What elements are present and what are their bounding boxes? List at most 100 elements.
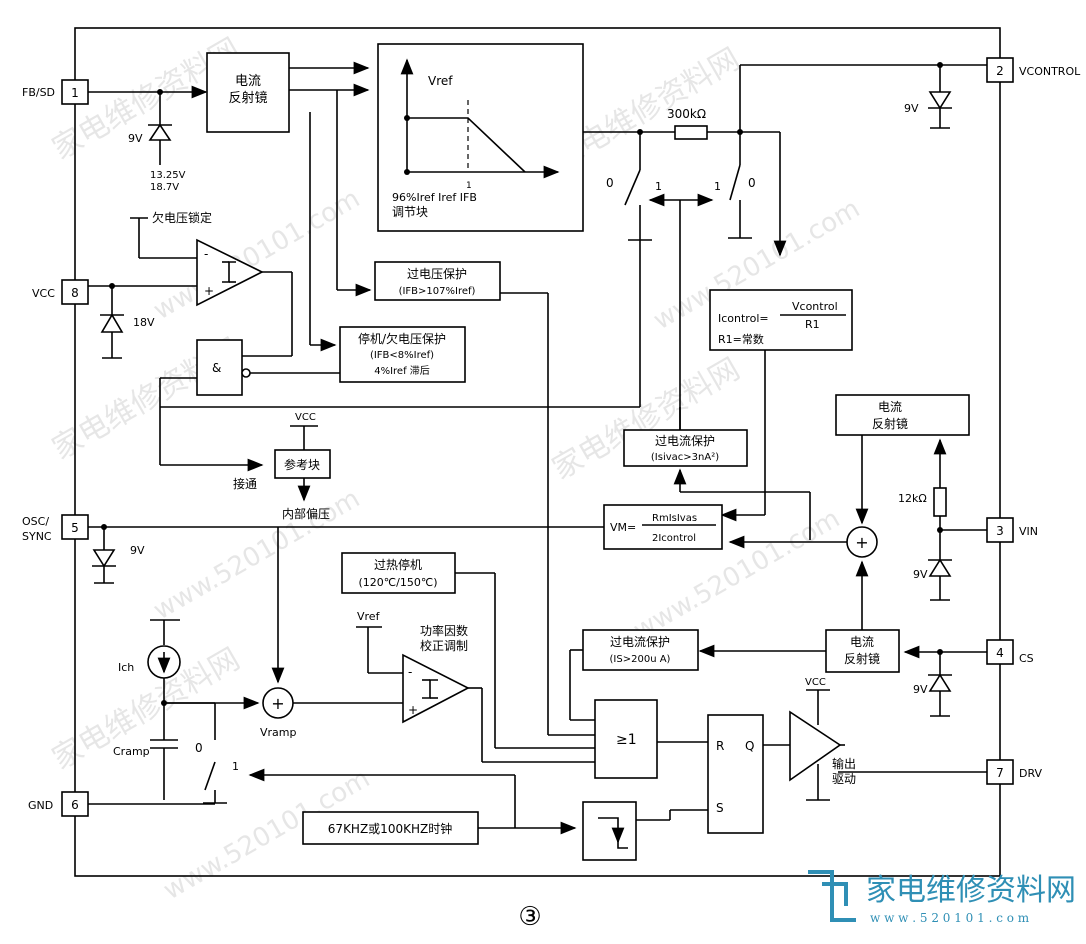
or-gate: ≥1 [594,699,658,779]
svg-text:0: 0 [606,176,614,190]
svg-text:Vramp: Vramp [260,726,297,739]
icontrol-block: Icontrol= Vcontrol R1 R1=常数 [709,289,853,351]
svg-text:(IFB<8%Iref): (IFB<8%Iref) [370,350,434,361]
resistor-300k: 300kΩ [583,107,743,140]
sum-junction-vramp: + Vramp [260,687,297,739]
svg-text:(IS>200u A): (IS>200u A) [610,654,671,665]
svg-text:SYNC: SYNC [22,530,52,543]
svg-text:VCONTROL: VCONTROL [1019,65,1081,78]
ocp-cs-block: 过电流保护 (IS>200u A) [582,629,699,671]
svg-text:7: 7 [996,766,1004,780]
svg-text:18.7V: 18.7V [150,182,179,193]
svg-text:5: 5 [71,521,79,535]
svg-text:FB/SD: FB/SD [22,86,55,99]
svg-text:(IFB>107%Iref): (IFB>107%Iref) [399,286,476,297]
svg-text:8: 8 [71,286,79,300]
svg-text:www.520101.com: www.520101.com [149,484,366,626]
svg-text:12kΩ: 12kΩ [898,492,927,505]
svg-text:+: + [408,703,418,717]
and-gate: & [159,339,340,472]
svg-text:R: R [716,739,724,753]
svg-text:9V: 9V [904,102,919,115]
pin-3: 3 VIN [986,517,1038,543]
svg-text:300kΩ: 300kΩ [667,107,706,121]
svg-text:67KHZ或100KHZ时钟: 67KHZ或100KHZ时钟 [328,821,452,836]
pin-5: 5 OSC/ SYNC [22,514,89,543]
svg-text:Vcontrol: Vcontrol [792,300,838,313]
svg-text:OSC/: OSC/ [22,515,49,528]
svg-text:(120℃/150℃): (120℃/150℃) [359,576,438,589]
svg-text:-: - [204,247,208,261]
svg-text:家电维修资料网: 家电维修资料网 [866,873,1076,908]
switch-right: 1 0 [679,132,756,430]
osc-sync-path: 9V [88,524,604,584]
svg-text:4%Iref 滞后: 4%Iref 滞后 [374,365,430,377]
svg-text:GND: GND [28,799,53,812]
svg-text:S: S [716,801,724,815]
output-driver: VCC 输出 驱动 [789,677,856,801]
svg-text:9V: 9V [128,132,143,145]
svg-text:停机/欠电压保护: 停机/欠电压保护 [358,331,446,346]
svg-text:≥1: ≥1 [616,732,637,748]
svg-text:欠电压锁定: 欠电压锁定 [152,210,212,225]
svg-text:过电流保护: 过电流保护 [610,635,670,649]
svg-text:DRV: DRV [1019,767,1043,780]
regulation-graph-block: Vref 1 96%Iref Iref IFB 调节块 [377,43,584,232]
standby-block: 停机/欠电压保护 (IFB<8%Iref) 4%Iref 滞后 [339,326,466,383]
ocp-vac-block: 过电流保护 (Isivac>3nA²) [623,429,748,467]
svg-text:+: + [855,533,868,552]
switch-left: 0 1 [606,132,680,241]
ramp-generator: Ich Cramp 0 1 [113,619,260,804]
svg-text:2Icontrol: 2Icontrol [652,533,696,544]
pin-7: 7 DRV [986,759,1043,785]
svg-text:18V: 18V [133,316,155,329]
svg-text:内部偏压: 内部偏压 [282,506,330,521]
svg-text:2: 2 [996,64,1004,78]
pulse-block [582,801,637,861]
watermark-logo: 家电维修资料网 w w w . 5 2 0 1 0 1 . c o m [808,870,1076,925]
pfc-comparator: Vref - + 功率因数 校正调制 [356,610,470,724]
svg-text:Icontrol=: Icontrol= [718,312,769,325]
svg-text:反射镜: 反射镜 [228,90,267,106]
vcontrol-line: 9V [739,62,987,257]
pin-1: 1 FB/SD [22,79,89,105]
svg-text:Cramp: Cramp [113,745,150,758]
svg-text:电流: 电流 [235,74,261,89]
svg-text:9V: 9V [913,568,928,581]
svg-text:过电压保护: 过电压保护 [407,267,467,281]
svg-text:功率因数: 功率因数 [420,623,468,638]
svg-text:1: 1 [655,180,662,193]
svg-text:1: 1 [466,181,472,191]
resistor-12k [933,487,947,517]
svg-text:RmIsIvas: RmIsIvas [652,513,697,524]
thermal-shutdown-block: 过热停机 (120℃/150℃) [341,552,456,594]
current-mirror-cs: 电流 反射镜 [825,629,900,673]
svg-text:VCC: VCC [295,412,316,423]
svg-text:反射镜: 反射镜 [872,416,908,431]
svg-text:驱动: 驱动 [832,772,856,786]
svg-text:6: 6 [71,798,79,812]
svg-text:-: - [408,665,412,679]
svg-text:w w w . 5 2 0 1 0 1 . c o m: w w w . 5 2 0 1 0 1 . c o m [870,911,1030,925]
svg-text:输出: 输出 [832,756,856,771]
svg-text:13.25V: 13.25V [150,170,186,181]
ovp-block: 过电压保护 (IFB>107%Iref) [374,261,501,301]
svg-text:参考块: 参考块 [284,457,320,472]
pin-2: 2 VCONTROL [986,57,1081,83]
svg-text:96%Iref Iref IFB: 96%Iref Iref IFB [392,191,477,204]
figure-label: ③ [518,902,541,932]
current-mirror-right: 电流 反射镜 [835,394,970,436]
svg-text:VCC: VCC [32,287,55,300]
svg-text:VIN: VIN [1019,525,1038,538]
svg-text:+: + [271,694,284,713]
svg-text:接通: 接通 [233,476,257,491]
fb-sd-path: 9V 13.25V 18.7V [88,85,208,193]
svg-text:0: 0 [748,176,756,190]
rs-flipflop: R Q S [707,714,764,834]
svg-text:9V: 9V [130,544,145,557]
svg-text:过电流保护: 过电流保护 [655,434,715,448]
svg-text:0: 0 [195,741,203,755]
vcc-path: 18V [88,283,197,359]
